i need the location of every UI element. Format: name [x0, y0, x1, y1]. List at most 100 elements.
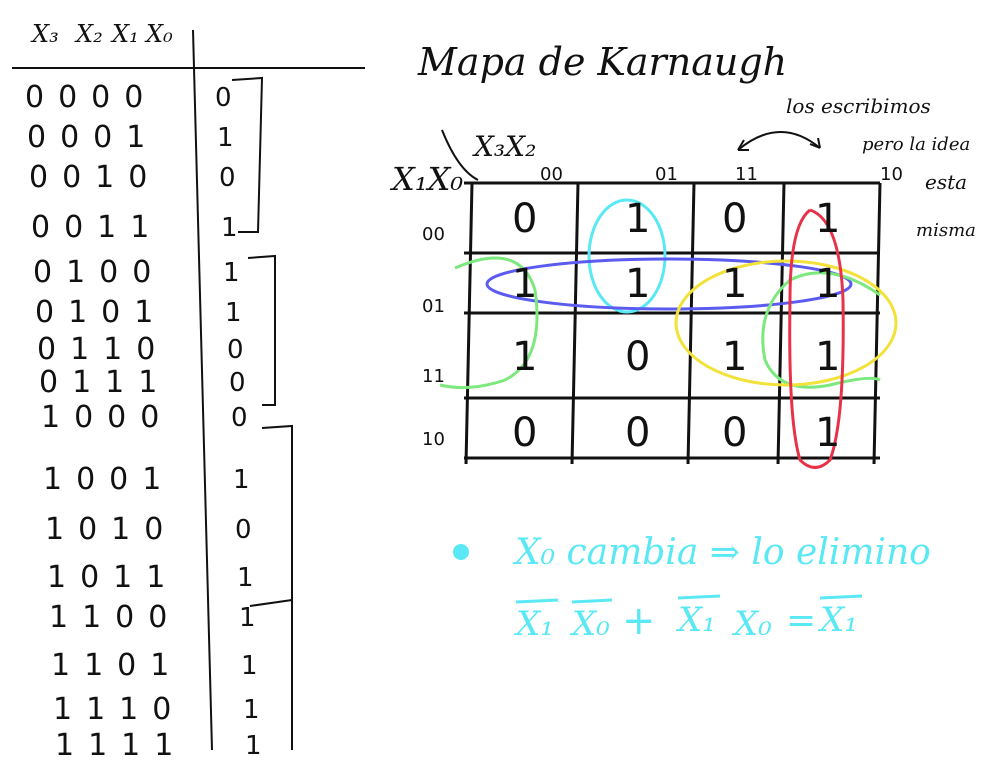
kmap-grid — [464, 181, 882, 465]
row-output: 0 — [215, 83, 232, 113]
row-inputs: 1011 — [47, 560, 180, 595]
overline-3 — [677, 594, 721, 600]
group-red — [788, 208, 845, 469]
truth-table-row: 1001 1 — [43, 462, 250, 502]
row-output: 1 — [225, 298, 242, 328]
truth-table-row: 0010 0 — [29, 160, 236, 200]
group-blue — [485, 257, 853, 311]
row-output: 0 — [231, 403, 248, 433]
kmap-cell: 1 — [625, 196, 650, 242]
truth-table-row: 1000 0 — [41, 400, 248, 440]
row-inputs: 0001 — [27, 120, 160, 155]
eq-term-1: X₁ — [516, 604, 554, 644]
truth-table-row: 1010 0 — [45, 512, 252, 552]
group-green-left — [439, 256, 539, 390]
row-inputs: 0000 — [25, 80, 158, 115]
row-inputs: 0100 — [33, 255, 166, 290]
kmap-col-var: X₃X₂ — [474, 130, 537, 163]
kmap-cell: 1 — [815, 410, 840, 456]
kmap-cell: 1 — [722, 261, 747, 307]
kmap-cell: 1 — [625, 261, 650, 307]
row-output: 1 — [239, 603, 256, 633]
row-inputs: 1101 — [51, 648, 184, 683]
eq-equals: = — [786, 600, 817, 641]
overline-2 — [571, 598, 613, 604]
kmap-cell: 0 — [722, 410, 747, 456]
bracket-3 — [249, 424, 293, 607]
kmap-corner-diagonal — [441, 129, 479, 181]
row-inputs: 0010 — [29, 160, 162, 195]
annotation-line-1: los escribimos — [786, 94, 931, 118]
kmap-row-label: 10 — [422, 429, 445, 450]
row-output: 1 — [217, 123, 234, 153]
truth-table-row: 0101 1 — [35, 295, 242, 335]
row-inputs: 0111 — [39, 365, 172, 400]
arrow-head-right — [809, 137, 821, 149]
annotation-arrow — [737, 131, 821, 151]
row-inputs: 0110 — [37, 332, 170, 367]
row-inputs: 1000 — [41, 400, 174, 435]
kmap-col-label: 01 — [655, 164, 678, 185]
row-output: 0 — [219, 163, 236, 193]
kmap-col-label: 10 — [880, 164, 903, 185]
row-inputs: 0011 — [31, 210, 164, 245]
kmap-row-label: 00 — [422, 224, 445, 245]
kmap-cell: 0 — [625, 334, 650, 380]
header-x2: X₂ — [76, 20, 103, 48]
row-inputs: 1110 — [53, 692, 186, 727]
kmap-cell: 0 — [512, 196, 537, 242]
kmap-title: Mapa de Karnaugh — [418, 40, 788, 84]
row-inputs: 1001 — [43, 462, 176, 497]
truth-table-row: 1110 1 — [53, 692, 260, 732]
truth-table-row: 1101 1 — [51, 648, 258, 688]
arrow-head-left — [737, 139, 749, 151]
row-inputs: 0101 — [35, 295, 168, 330]
header-x1: X₁ — [112, 20, 139, 48]
kmap-cell: 0 — [625, 410, 650, 456]
bracket-1 — [231, 76, 264, 233]
eq-term-3: X₁ — [678, 600, 716, 640]
header-x0: X₀ — [146, 20, 173, 48]
annotation-line-3: esta — [925, 170, 968, 194]
truth-table-row: 1011 1 — [47, 560, 254, 600]
header-x3: X₃ — [32, 20, 59, 48]
row-output: 1 — [233, 465, 250, 495]
row-output: 1 — [243, 695, 260, 725]
group-cyan — [587, 198, 667, 314]
bracket-2 — [247, 254, 276, 406]
table-divider-line — [192, 29, 213, 750]
kmap-row-label: 01 — [422, 296, 445, 317]
row-output: 1 — [237, 563, 254, 593]
row-output: 0 — [235, 515, 252, 545]
annotation-line-2: pero la idea — [862, 134, 971, 155]
kmap-cell: 1 — [815, 261, 840, 307]
kmap-cell: 1 — [512, 261, 537, 307]
eq-plus: + — [622, 598, 656, 644]
row-inputs: 1010 — [45, 512, 178, 547]
kmap-grid-line — [686, 182, 696, 465]
bullet-dot — [453, 544, 469, 560]
row-output: 1 — [241, 651, 258, 681]
eq-result: X₁ — [820, 600, 858, 640]
kmap-grid-line — [872, 182, 882, 465]
note-bullet-text: X₀ cambia ⇒ lo elimino — [515, 532, 931, 573]
eq-term-2: X₀ — [572, 604, 610, 644]
row-output: 0 — [229, 368, 246, 398]
kmap-col-label: 00 — [540, 164, 563, 185]
kmap-cell: 0 — [722, 196, 747, 242]
kmap-grid-line — [570, 182, 580, 465]
kmap-grid-line — [464, 182, 474, 465]
kmap-row-var: X₁X₀ — [392, 160, 464, 198]
annotation-line-4: misma — [916, 220, 976, 241]
truth-table-row: 0100 1 — [33, 255, 240, 295]
kmap-cell: 1 — [815, 196, 840, 242]
row-output: 1 — [223, 258, 240, 288]
kmap-cell: 1 — [512, 334, 537, 380]
truth-table-row: 0001 1 — [27, 120, 234, 160]
kmap-cell: 1 — [815, 334, 840, 380]
